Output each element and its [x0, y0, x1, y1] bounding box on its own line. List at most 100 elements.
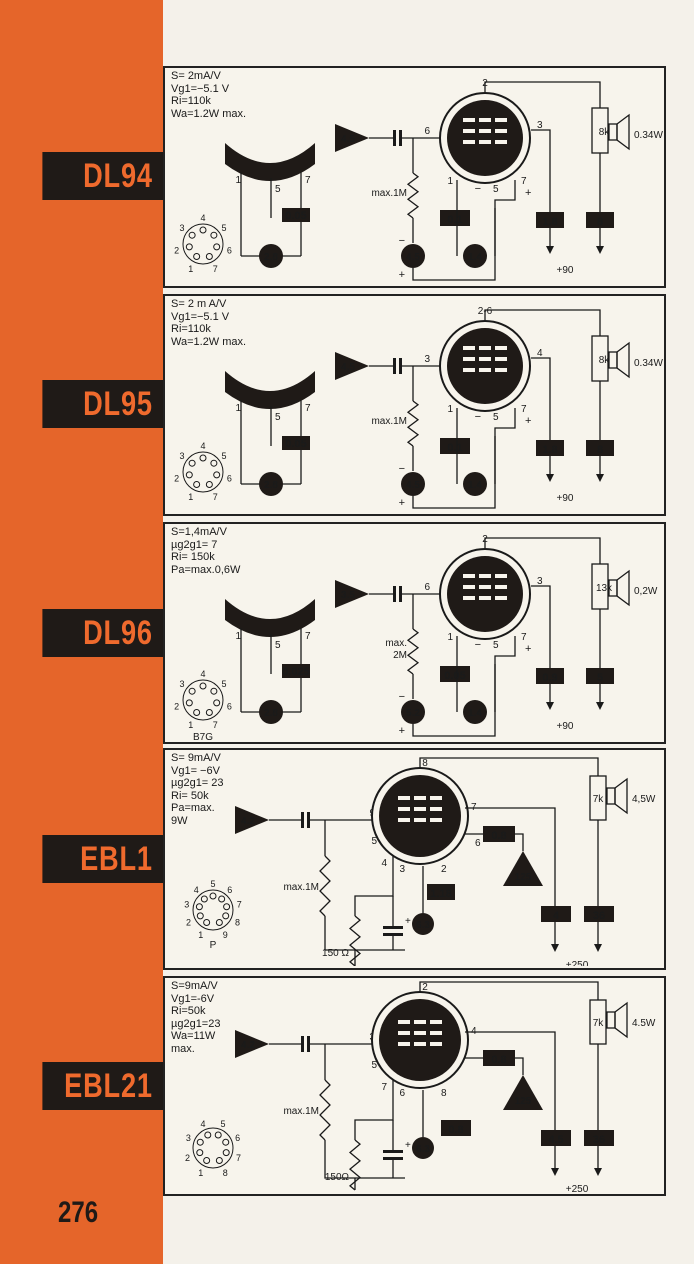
ref-circle [259, 700, 283, 724]
wire [494, 636, 516, 712]
anode-current-box [536, 440, 564, 456]
cathode-capacitor-plate [383, 933, 403, 936]
socket-pin-label: 5 [221, 1119, 226, 1129]
pin-label-f2: 5 [493, 640, 499, 651]
output-tube-glass [447, 328, 523, 404]
output-tube-grid [463, 118, 475, 122]
arrow [596, 474, 604, 482]
tube-name-dl95: DL95 [42, 380, 164, 428]
ref-box [282, 208, 310, 222]
screen-current-box-label: 8 [597, 444, 603, 456]
spec-line: Ri=110k [171, 323, 211, 335]
socket-pin [210, 459, 218, 467]
speaker-magnet [606, 787, 616, 805]
pin-label-f3: 7 [521, 404, 527, 415]
socket-pin [215, 918, 223, 926]
output-tube-grid [463, 368, 475, 372]
socket-pin [196, 1138, 204, 1146]
coupling-capacitor-plate-a [393, 130, 396, 146]
filament-circle-label: 1.4 [468, 708, 482, 719]
socket-pin [210, 687, 218, 695]
filament-circle-label: 1.4 [468, 480, 482, 491]
pin-label-a: 3 [537, 576, 543, 587]
bias-circle-label: 4.5 [406, 252, 420, 263]
pin-label-d1: 5 [371, 836, 377, 847]
wire [419, 757, 599, 776]
pin-label: 1 [235, 175, 241, 186]
screen-current-box [584, 906, 614, 922]
anode-current-box-label: 0.9 [542, 672, 557, 684]
ref-box-label: 0.025 [282, 666, 310, 678]
socket-pin [204, 1131, 212, 1139]
socket-pin-label: 1 [188, 264, 193, 274]
arrow [594, 1168, 602, 1176]
minus-sign: − [399, 691, 405, 703]
output-tube-grid [495, 574, 507, 578]
socket-pin-label: 4 [200, 213, 205, 223]
grid-resistor [319, 1079, 331, 1141]
speaker-magnet [608, 351, 618, 369]
output-tube-grid [414, 796, 426, 800]
wire [484, 309, 601, 336]
tube-name-ebl21: EBL21 [42, 1062, 164, 1110]
supply-label: +90 [557, 265, 574, 276]
pin-label-f1: 1 [447, 632, 453, 643]
filament-circle [463, 700, 487, 724]
pin-label-h2: 8 [441, 1088, 447, 1099]
socket-pin [188, 459, 196, 467]
pin-label-g1: 6 [424, 582, 430, 593]
spec-line: µg2g1= 23 [171, 777, 224, 789]
grid-resistor [406, 628, 420, 675]
output-tube-grid [479, 368, 491, 372]
coupling-capacitor-plate-b [307, 1036, 310, 1052]
pin-label-h1: 7 [381, 1082, 387, 1093]
output-tube-grid [398, 796, 410, 800]
filament-box [440, 210, 470, 226]
pin-label-g2: 8 [422, 758, 428, 769]
spec-line: Wa=1.2W max. [171, 335, 247, 348]
ref-circle-label: 2.8 [264, 708, 278, 719]
spec-line: Vg1=−5.1 V [171, 82, 230, 95]
spec-line: S=9mA/V [171, 980, 218, 992]
heater-circle-label: 6.3 [416, 1144, 430, 1155]
socket-pin [196, 1149, 204, 1157]
socket-pin [200, 895, 208, 903]
grid-resistor [406, 172, 420, 219]
socket-pin-label: 4 [200, 669, 205, 679]
socket-pin [199, 682, 207, 690]
pin-label-g2: 2 [422, 982, 428, 993]
plus-sign: + [399, 497, 405, 509]
socket-pin-label: 1 [198, 930, 203, 940]
wire [419, 981, 599, 1000]
socket-pin-label: 8 [235, 917, 240, 927]
spec-line: Vg1= −6V [171, 764, 220, 777]
grid-resistor [319, 855, 331, 917]
load-label: 8k [599, 355, 611, 366]
socket-pin-label: 6 [227, 885, 232, 895]
speaker-magnet [606, 1011, 616, 1029]
spec-line: Ri=110k [171, 95, 211, 107]
anode-current-box [541, 1130, 571, 1146]
arrow [594, 944, 602, 952]
speaker-cone [616, 113, 630, 151]
screen-current-box [586, 440, 614, 456]
socket-pin [199, 226, 207, 234]
filament-box-label: 0.05 [444, 670, 465, 682]
wire [494, 408, 516, 484]
heater-circle [412, 913, 434, 935]
socket-pin [205, 708, 213, 716]
cathode-current-box [427, 884, 455, 900]
ref-circle-label: 2.8 [264, 480, 278, 491]
coupling-capacitor-plate-b [399, 130, 402, 146]
filament-reference [225, 371, 315, 409]
arrow [546, 474, 554, 482]
grid-resistor-label: max.1M [371, 188, 407, 199]
pin-label-d2: 6 [475, 838, 481, 849]
arrow [596, 702, 604, 710]
output-tube-grid [414, 1042, 426, 1046]
output-tube-grid [398, 1042, 410, 1046]
screen-current-box [586, 668, 614, 684]
speaker-cone [616, 569, 630, 607]
